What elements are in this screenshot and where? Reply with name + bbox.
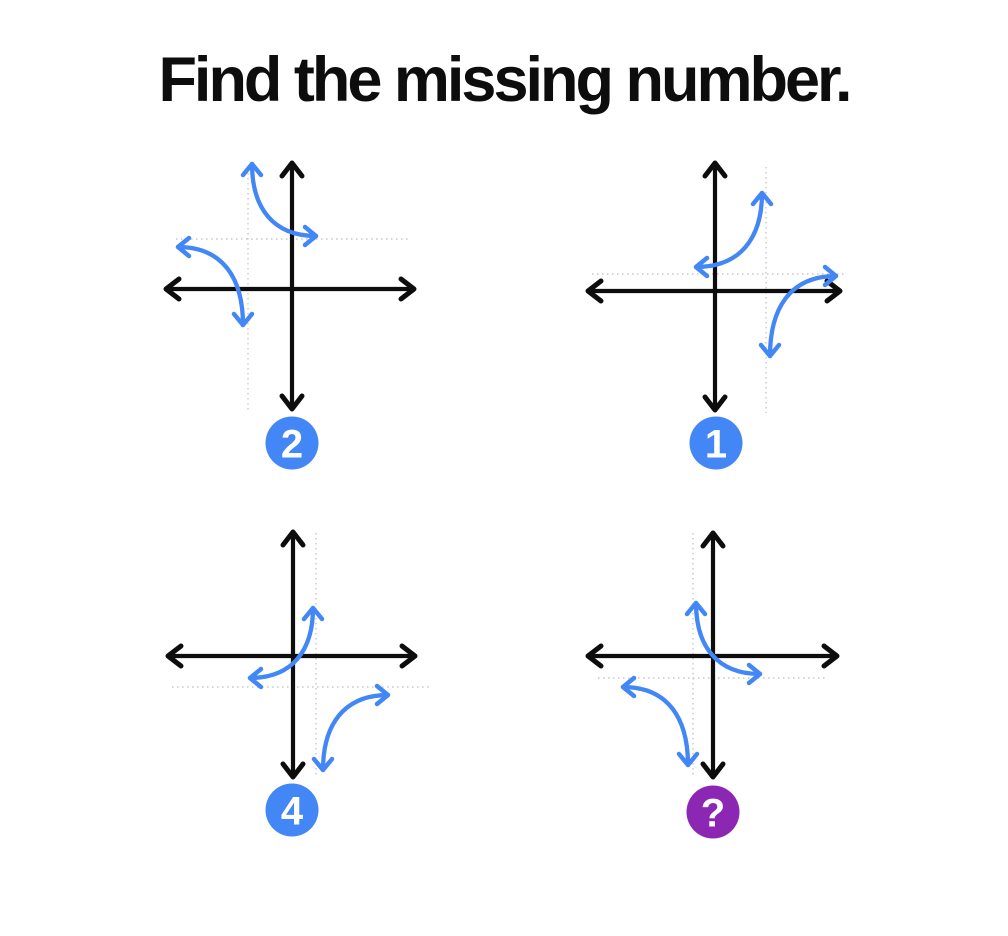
x-axis-arrowhead-left [165,643,184,669]
curved-arrow-up-right-head-up [684,600,708,617]
curved-arrow-up-left-head-left [247,666,264,690]
curved-arrow-left-up-head-left [693,255,710,279]
curved-arrow-right-down-head-right [822,264,839,288]
badge-label: 1 [705,423,727,467]
y-axis-arrowhead-up [702,160,728,179]
curved-arrow-up-right-curve [249,161,319,239]
curved-arrow-right-down [758,264,839,359]
x-axis-arrowhead-right [824,278,843,304]
badge: 1 [689,416,743,470]
badge: ? [686,785,740,839]
curved-arrow-left-up-curve [693,190,765,270]
badge: 4 [265,783,319,837]
y-axis [279,160,305,412]
number-badge-circle [265,416,319,470]
curved-arrow-right-down-head-down [758,342,782,359]
curved-arrow-up-left-head-up [301,605,325,622]
curved-arrow-left-down-head-down [231,311,255,328]
x-axis-arrowhead-right [821,643,840,669]
curved-arrow-up-right-head-right [746,662,763,686]
panel-top-left: 2 [163,160,417,470]
curved-arrow-right-down [311,683,391,773]
x-axis-arrowhead-right [398,276,417,302]
badge-label: 2 [281,423,303,467]
panel-bottom-right: ? [585,530,840,839]
curved-arrow-up-left [247,605,325,690]
y-axis [280,529,306,780]
curved-arrow-up-right-head-up [240,161,264,178]
badge: 2 [265,416,319,470]
y-axis-arrowhead-down [280,761,306,780]
curved-arrow-up-right-curve [693,600,763,677]
y-axis-arrowhead-down [700,761,726,780]
curved-arrow-left-down-head-left [620,675,637,699]
x-axis-arrowhead-left [585,278,604,304]
curved-arrow-up-right [240,161,319,248]
curved-arrow-left-down [620,675,700,768]
curved-arrow-left-up-head-up [750,190,774,207]
x-axis-arrowhead-right [399,643,418,669]
badge-label: 4 [281,790,304,834]
guide-lines [592,167,845,413]
curved-arrow-left-up [693,190,774,279]
y-axis-arrowhead-up [280,529,306,548]
badge-label: ? [701,792,725,836]
x-axis-arrowhead-left [163,276,182,302]
curved-arrow-up-right [684,600,763,686]
curved-arrow-up-left-curve [247,605,316,681]
y-axis-arrowhead-down [279,393,305,412]
y-axis-arrowhead-down [702,394,728,413]
guide-lines [172,533,430,777]
missing-number-badge-circle [686,785,740,839]
curved-arrow-left-down-curve [620,684,691,768]
y-axis [702,160,728,413]
curved-arrow-up-right-head-right [302,224,319,248]
curved-arrow-right-down-head-right [374,683,391,707]
curved-arrow-right-down-curve [320,692,391,773]
panel-top-right: 1 [585,160,845,470]
curved-arrow-left-down-head-down [676,751,700,768]
curved-arrow-left-down-head-left [175,235,192,259]
curved-arrow-right-down-curve [767,273,839,359]
panel-bottom-left: 4 [165,529,430,837]
y-axis-arrowhead-up [279,160,305,179]
page-title: Find the missing number. [158,45,852,115]
curved-arrow-left-down [175,235,255,328]
number-badge-circle [689,416,743,470]
curved-arrow-left-down-curve [175,244,246,328]
number-badge-circle [265,783,319,837]
y-axis-arrowhead-up [700,530,726,549]
x-axis-arrowhead-left [585,643,604,669]
curved-arrow-right-down-head-down [311,756,335,773]
